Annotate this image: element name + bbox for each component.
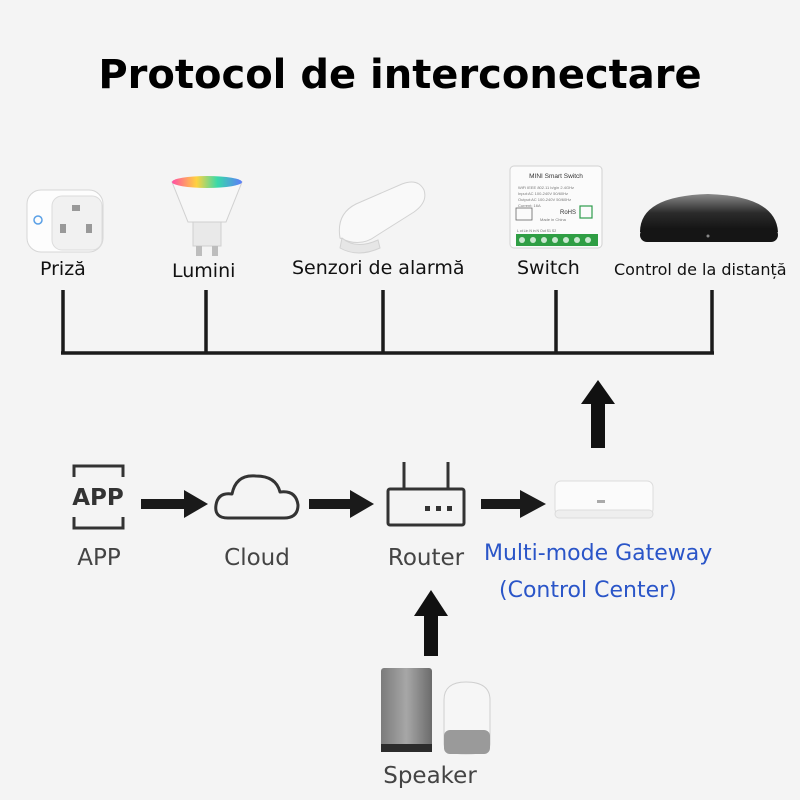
gateway-label-line1: Multi-mode Gateway [484,541,713,566]
app-icon: APP [72,464,125,530]
switch-spec-line: Output:AC 100-240V 50/60Hz [518,197,571,202]
switch-spec-line: Input:AC 100-240V 50/60Hz [518,191,568,196]
smart-switch-icon: MINI Smart Switch WiFi IEEE 802.11 b/g/n… [509,165,603,249]
cloud-icon [214,474,300,520]
device-label-senzori: Senzori de alarmă [292,257,465,279]
speaker-icon [381,668,491,755]
up-arrow-speaker [414,590,448,656]
app-label: APP [77,545,121,571]
switch-origin-text: Made in China [540,217,567,222]
arrow-app-cloud [141,490,208,518]
router-icon [386,462,466,527]
light-bulb-icon [171,176,243,256]
alarm-sensor-icon [338,181,426,254]
switch-spec-line: WiFi IEEE 802.11 b/g/n 2.4GHz [518,185,574,190]
wifi-mark-icon [579,205,593,219]
switch-rohs-text: RoHS [560,210,576,216]
router-label: Router [387,545,465,571]
smart-plug-icon [26,189,104,253]
arrow-router-gateway [481,490,546,518]
remote-hub-icon [640,194,778,242]
gateway-device-icon [554,480,654,519]
cloud-label: Cloud [224,545,290,571]
switch-terminals-text: L ot Lin N in N Out S1 S2 [517,229,556,233]
arrow-cloud-router [309,490,374,518]
device-label-switch: Switch [517,257,580,279]
switch-header-text: MINI Smart Switch [529,173,583,180]
ce-mark-icon [515,207,533,221]
switch-spec-line: Current: 16A [518,203,541,208]
gateway-label-line2: (Control Center) [499,578,677,603]
diagram-title: Protocol de interconectare [98,52,702,98]
bus-lines [61,290,714,355]
app-icon-text: APP [72,485,124,511]
device-label-lumini: Lumini [172,260,236,282]
device-label-priza: Priză [40,258,86,280]
device-label-control: Control de la distanță [614,260,787,279]
up-arrow-gateway [581,380,615,448]
speaker-label: Speaker [383,763,477,789]
